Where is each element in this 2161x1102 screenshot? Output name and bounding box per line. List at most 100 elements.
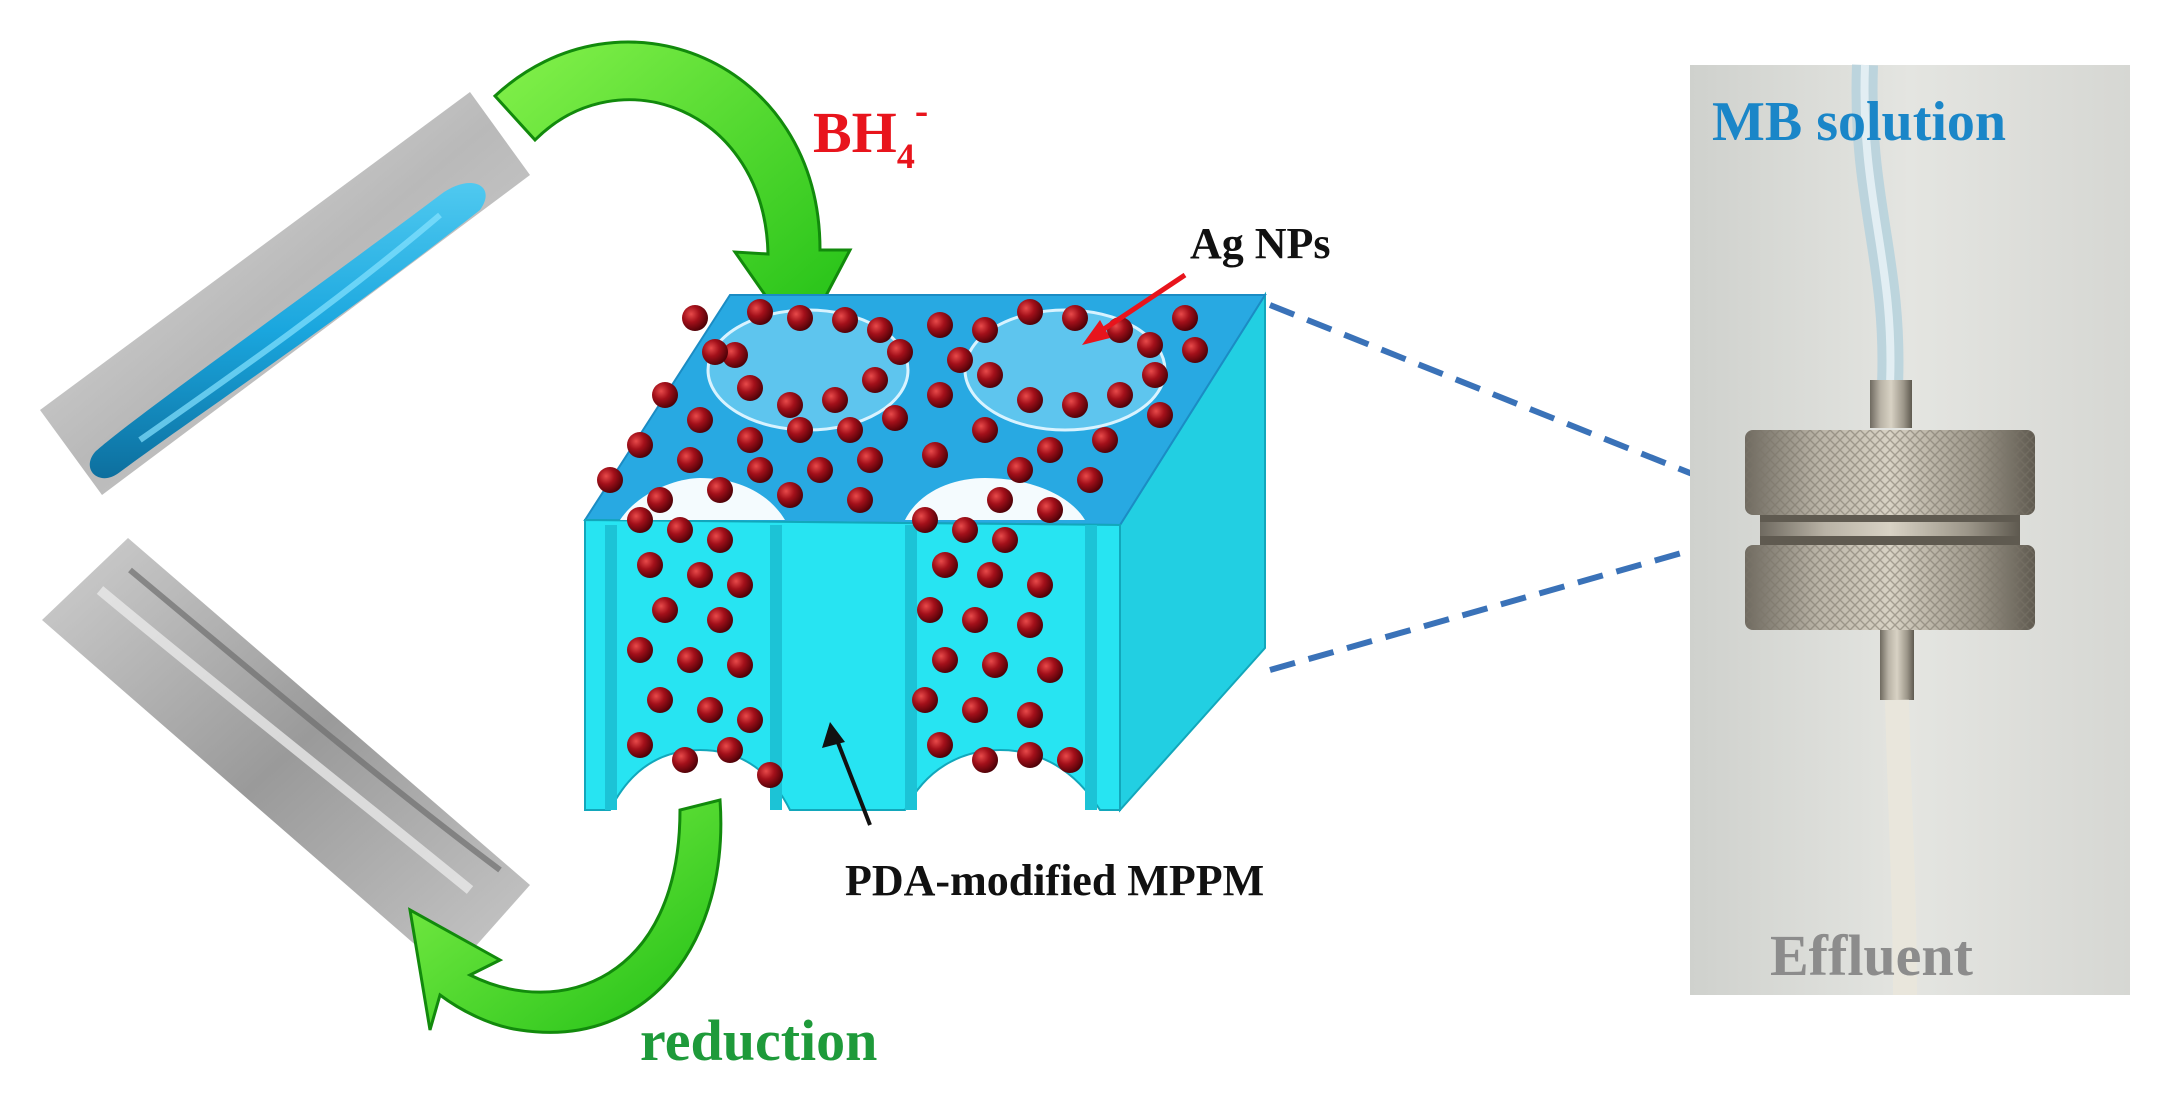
ag-nanoparticle [677,647,703,673]
ag-nanoparticle [777,482,803,508]
ag-nanoparticle [627,637,653,663]
ag-nanoparticle [757,762,783,788]
ag-nanoparticle [747,299,773,325]
ag-nanoparticle [672,747,698,773]
ag-nanoparticle [687,562,713,588]
ag-nanoparticle [787,417,813,443]
ag-nanoparticle [1017,387,1043,413]
ag-nanoparticle [922,442,948,468]
ag-nanoparticle [787,305,813,331]
ag-nanoparticle [1142,362,1168,388]
ag-nanoparticle [992,527,1018,553]
bh4-label: BH4- [813,88,928,176]
filter-holder-photo [1690,64,2130,996]
ag-nanoparticle [887,339,913,365]
ag-nanoparticle [917,597,943,623]
ag-nanoparticle [977,562,1003,588]
ag-nanoparticle [972,417,998,443]
ag-nanoparticle [837,417,863,443]
ag-nanoparticle [932,552,958,578]
mb-solution-label: MB solution [1712,91,2006,153]
ag-nanoparticle [647,687,673,713]
ag-nanoparticle [627,732,653,758]
ag-nanoparticle [932,647,958,673]
ag-nanoparticle [707,527,733,553]
ag-nanoparticle [1147,402,1173,428]
ag-nanoparticle [972,747,998,773]
ag-nanoparticle [1092,427,1118,453]
ag-nanoparticle [702,339,728,365]
black-arrow-icon [822,722,872,826]
ag-nanoparticle [727,572,753,598]
ag-nanoparticle [1027,572,1053,598]
ag-nanoparticle [927,312,953,338]
ag-nanoparticle [707,607,733,633]
membrane-label: PDA-modified MPPM [845,856,1264,905]
ag-nanoparticle [927,732,953,758]
ag-nanoparticle [747,457,773,483]
ag-nanoparticle [737,427,763,453]
ag-nanoparticle [1037,657,1063,683]
ag-nanoparticle [1107,382,1133,408]
ag-nanoparticle [1057,747,1083,773]
ag-nanoparticle [1077,467,1103,493]
ag-nanoparticle [912,507,938,533]
ag-nanoparticle [627,432,653,458]
ag-nanoparticle [1037,437,1063,463]
ag-nanoparticle [1007,457,1033,483]
ag-nanoparticle [777,392,803,418]
ag-nanoparticle [962,697,988,723]
ag-nanoparticle [627,507,653,533]
ag-nanoparticle [1062,305,1088,331]
ag-nanoparticle [1137,332,1163,358]
effluent-label: Effluent [1770,923,1974,988]
red-arrow-icon [1082,272,1187,345]
ag-nanoparticle [862,367,888,393]
ag-nanoparticle [1017,612,1043,638]
ag-nanoparticle [962,607,988,633]
ag-nanoparticle [912,687,938,713]
ag-nanoparticle [927,382,953,408]
ag-nanoparticle [977,362,1003,388]
ag-nanoparticle [737,375,763,401]
dashed-connector [1268,302,1747,673]
ag-nanoparticle [857,447,883,473]
ag-nanoparticle [847,487,873,513]
ag-nanoparticles [597,299,1208,788]
reduction-label: reduction [640,1008,877,1073]
ag-nanoparticle [822,387,848,413]
ag-nanoparticle [807,457,833,483]
ag-nanoparticle [947,347,973,373]
clear-tube-photo [42,538,530,975]
ag-nanoparticle [652,382,678,408]
ag-nanoparticle [722,342,748,368]
ag-nanoparticle [952,517,978,543]
ag-nanoparticle [667,517,693,543]
curved-green-arrow-icon [408,798,723,1034]
ag-nanoparticle [987,487,1013,513]
ag-nanoparticle [832,307,858,333]
ag-nanoparticle [972,317,998,343]
ag-nanoparticle [687,407,713,433]
ag-nps-label: Ag NPs [1190,219,1331,268]
ag-nanoparticle [682,305,708,331]
ag-nanoparticle [677,447,703,473]
ag-nanoparticle [982,652,1008,678]
curved-green-arrow-icon [492,40,853,348]
ag-nanoparticle [652,597,678,623]
ag-nanoparticle [647,487,673,513]
ag-nanoparticle [727,652,753,678]
ag-nanoparticle [1017,742,1043,768]
ag-nanoparticle [882,405,908,431]
ag-nanoparticle [1037,497,1063,523]
blue-tube-photo [40,92,530,495]
ag-nanoparticle [1062,392,1088,418]
ag-nanoparticle [1017,702,1043,728]
ag-nanoparticle [867,317,893,343]
ag-nanoparticle [717,737,743,763]
ag-nanoparticle [697,697,723,723]
ag-nanoparticle [1182,337,1208,363]
ag-nanoparticle [637,552,663,578]
ag-nanoparticle [1017,299,1043,325]
